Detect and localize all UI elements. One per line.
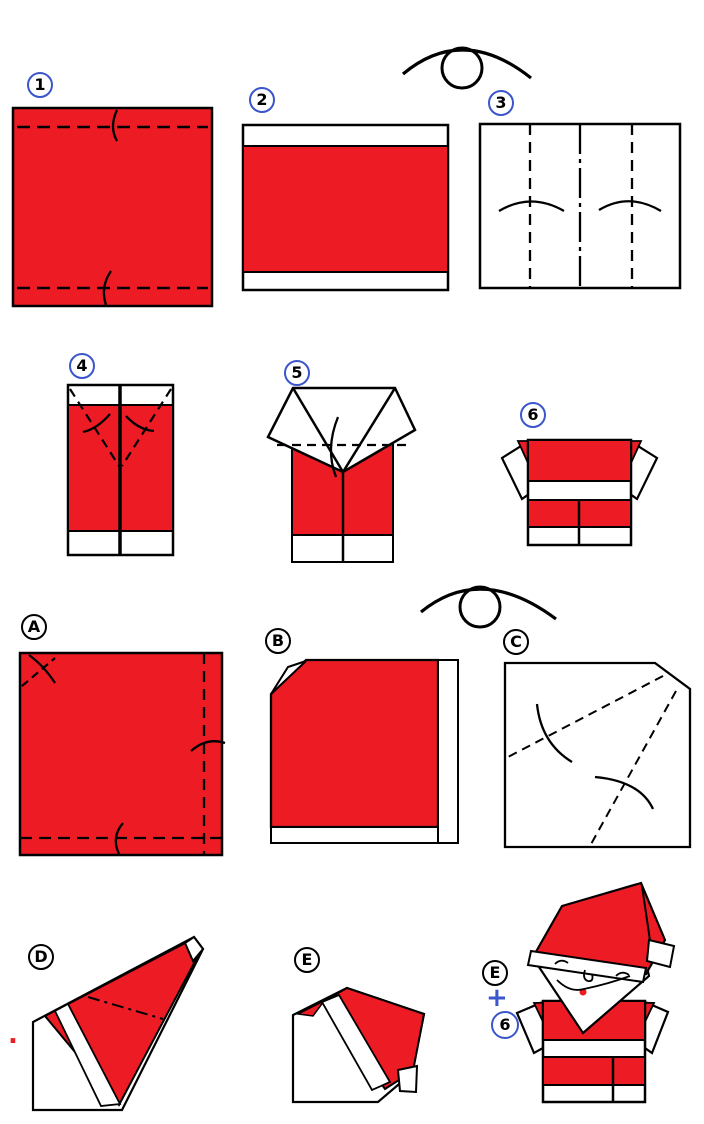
jacket: [527, 439, 632, 482]
right-strip: [437, 659, 459, 844]
step-3-diagram: [478, 122, 682, 290]
trousers: [542, 1056, 646, 1086]
label-step-d: D: [28, 944, 54, 970]
label-step-a: A: [21, 614, 47, 640]
label-step-2: 2: [249, 87, 275, 113]
pompom: [645, 938, 676, 969]
step-b-diagram: [269, 658, 459, 844]
turn-over-icon-2: [419, 585, 557, 629]
fold-arrow-up: [102, 270, 112, 306]
label-final-6: 6: [491, 1011, 519, 1039]
hat-brim: [53, 1002, 122, 1107]
step-a-diagram: [18, 651, 226, 857]
step-5-diagram: [266, 386, 417, 563]
turn-over-arrow: [401, 48, 532, 80]
bottom-arrow: [114, 822, 124, 855]
diagonal-fold-right: [121, 388, 172, 467]
label-final-e: E: [482, 960, 508, 986]
fold-arrow-down: [111, 109, 119, 142]
step-2-diagram: [241, 123, 450, 292]
step-1-diagram: [11, 106, 214, 308]
left-eye: [554, 959, 569, 965]
fold-arrow-left: [82, 413, 111, 434]
corner-fold-line: [21, 657, 56, 687]
corner-arrow: [28, 654, 56, 684]
step-d-diagram: [31, 935, 205, 1112]
fold-arrow-right: [125, 415, 155, 433]
turn-over-icon-1: [401, 46, 532, 90]
right-eye: [615, 971, 630, 977]
label-step-c: C: [503, 629, 529, 655]
turn-over-arrow: [419, 587, 557, 621]
bottom-strip: [270, 826, 439, 844]
paper: [269, 658, 440, 829]
fold-arrow-left: [598, 200, 662, 212]
step-4-diagram: [66, 383, 175, 557]
step-c-diagram: [503, 661, 692, 849]
pompom: [396, 1064, 419, 1094]
fold-arrow-2: [594, 775, 655, 810]
stray-red-dot: .: [8, 1020, 18, 1050]
hat-edge-sliver: [295, 1000, 325, 1017]
fold-arrow-down: [329, 416, 340, 478]
hat-tip: [183, 935, 205, 963]
corner-flap: [270, 660, 307, 695]
hat-brim: [526, 949, 648, 984]
label-step-3: 3: [488, 90, 514, 116]
step-6-diagram: [500, 438, 659, 547]
final-santa-diagram: [515, 881, 676, 1104]
fold-arrow-1: [535, 703, 573, 763]
label-step-e: E: [294, 947, 320, 973]
label-step-b: B: [265, 628, 291, 654]
label-final-plus: +: [486, 983, 508, 1013]
right-arrow: [190, 740, 226, 752]
label-step-4: 4: [69, 353, 95, 379]
paper: [503, 661, 692, 849]
nose: [583, 969, 594, 983]
mustache: [556, 975, 631, 991]
label-step-5: 5: [284, 360, 310, 386]
label-step-6: 6: [520, 402, 546, 428]
step-e-diagram: [291, 986, 426, 1104]
hat-brim: [320, 993, 392, 1092]
fold-arrow-right: [498, 200, 565, 212]
label-step-1: 1: [27, 72, 53, 98]
